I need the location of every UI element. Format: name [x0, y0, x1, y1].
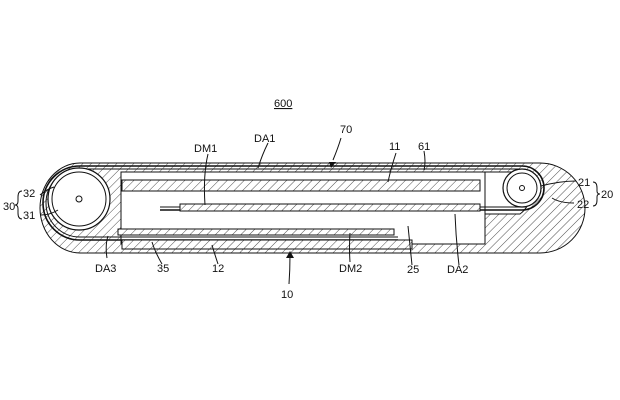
label-22: 22	[577, 199, 589, 211]
label-dm2: DM2	[339, 263, 362, 275]
bracket-20	[592, 181, 601, 207]
right-roller	[502, 168, 542, 208]
label-da2: DA2	[447, 264, 468, 276]
bracket-30	[14, 190, 23, 220]
plate-dm2	[117, 228, 395, 236]
label-35: 35	[157, 263, 169, 275]
plate-dm1	[179, 203, 481, 212]
label-dm1: DM1	[194, 143, 217, 155]
plate-12	[121, 239, 413, 250]
label-25: 25	[407, 264, 419, 276]
label-12: 12	[212, 263, 224, 275]
label-61: 61	[418, 141, 430, 153]
label-30: 30	[3, 201, 15, 213]
label-da3: DA3	[95, 263, 116, 275]
label-da1: DA1	[254, 133, 275, 145]
label-20: 20	[601, 189, 613, 201]
plate-11	[121, 179, 481, 192]
figure-number: 600	[274, 98, 292, 110]
left-roller	[47, 167, 111, 231]
label-21: 21	[578, 177, 590, 189]
label-70: 70	[340, 124, 352, 136]
label-31: 31	[23, 210, 35, 222]
label-32: 32	[23, 188, 35, 200]
label-10: 10	[281, 289, 293, 301]
label-11: 11	[389, 141, 400, 153]
leader-lines	[39, 137, 577, 285]
